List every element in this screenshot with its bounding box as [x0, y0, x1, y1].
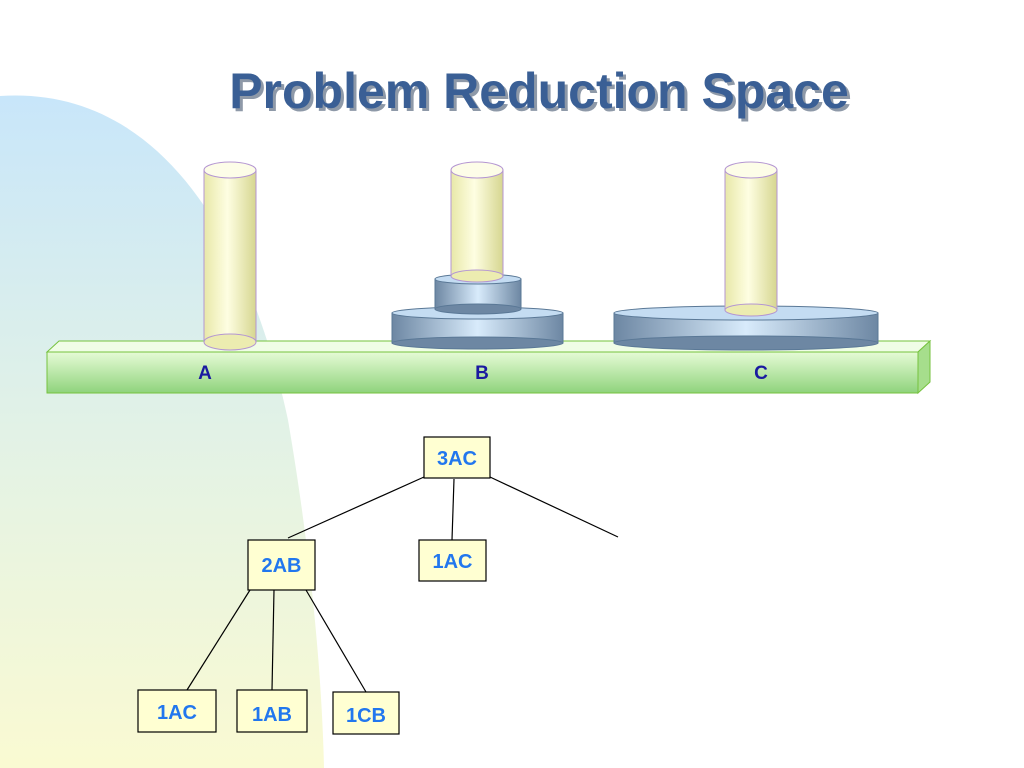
edge-2ab-1cb	[305, 589, 367, 693]
peg-c	[724, 161, 778, 317]
tree-node-1cb: 1CB	[332, 691, 400, 735]
edge-3ac-1ac	[451, 478, 455, 541]
edge-2ab-1ac	[186, 589, 251, 691]
peg-label-c: C	[754, 363, 768, 384]
edge-2ab-1ab	[271, 589, 275, 691]
tree-node-label: 3AC	[437, 448, 477, 470]
tree-node-label: 1AC	[157, 702, 197, 724]
tree-edges	[186, 476, 619, 693]
tree-node-1ab: 1AB	[236, 689, 308, 733]
tree-node-label: 1CB	[346, 705, 386, 727]
slide-title-shadow: Problem Reduction Space	[232, 66, 852, 122]
tree-node-label: 1AB	[252, 704, 292, 726]
slide-title: Problem Reduction Space	[229, 63, 849, 119]
tree-node-1ac-right: 1AC	[418, 539, 487, 582]
edge-3ac-2ab	[287, 476, 425, 539]
peg-label-b: B	[475, 363, 489, 384]
tree-node-1ac-left: 1AC	[137, 689, 217, 733]
edge-3ac-unexpanded	[489, 476, 619, 538]
tree-node-3ac: 3AC	[423, 436, 491, 479]
tree-node-label: 1AC	[432, 551, 472, 573]
peg-a	[203, 161, 257, 351]
tree-node-2ab: 2AB	[247, 539, 316, 591]
tree-node-label: 2AB	[261, 555, 301, 577]
peg-b	[450, 161, 504, 283]
peg-label-a: A	[198, 363, 212, 384]
background-blob	[0, 95, 324, 768]
